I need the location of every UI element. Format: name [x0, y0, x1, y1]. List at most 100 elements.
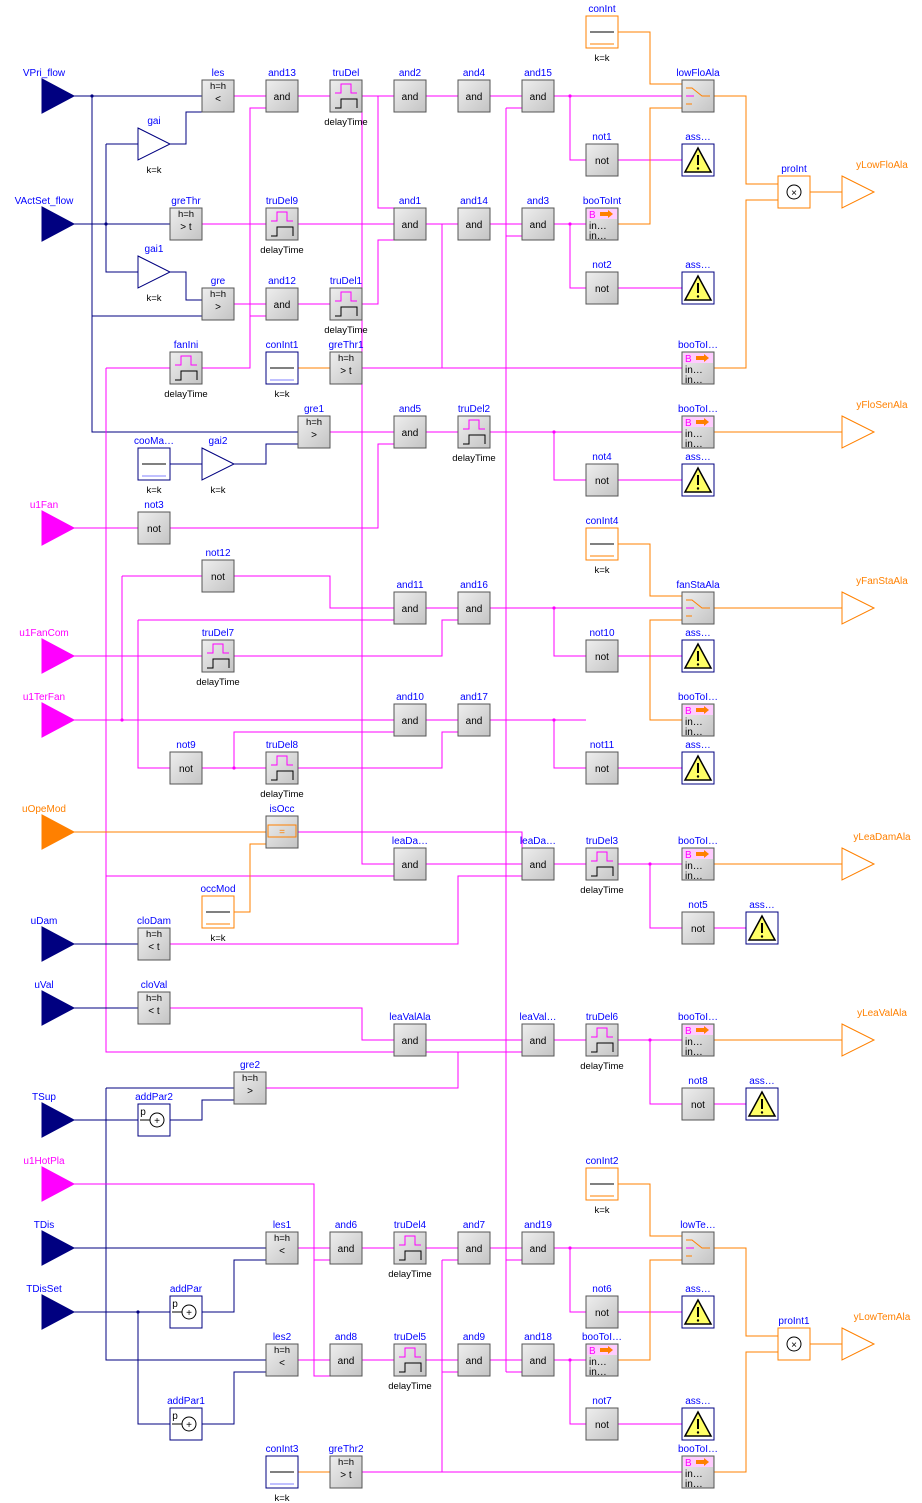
block-booToI3[interactable]: booToI…Bin…in…	[678, 692, 718, 738]
block-proInt1[interactable]: proInt1×	[777, 1316, 811, 1361]
output-port-yLeaDamAla[interactable]: yLeaDamAla	[841, 832, 911, 881]
output-port-yFanStaAla[interactable]: yFanStaAla	[841, 576, 908, 625]
input-port-uOpeMod[interactable]: uOpeMod	[22, 804, 76, 850]
block-booToI6[interactable]: booToI…Bin…in…	[582, 1332, 622, 1378]
block-leaDa1[interactable]: leaDa…and	[392, 836, 428, 881]
output-port-yFloSenAla[interactable]: yFloSenAla	[841, 400, 908, 449]
input-port-TDis[interactable]: TDis	[34, 1220, 76, 1266]
input-port-u1FanCom[interactable]: u1FanCom	[19, 628, 76, 674]
block-leaVal[interactable]: leaVal…and	[519, 1012, 557, 1057]
block-booToI7[interactable]: booToI…Bin…in…	[678, 1444, 718, 1490]
block-ass8[interactable]: ass…	[745, 1076, 779, 1121]
input-port-VActSet_flow[interactable]: VActSet_flow	[15, 196, 76, 242]
block-ass1[interactable]: ass…	[681, 132, 715, 177]
output-port-yLeaValAla[interactable]: yLeaValAla	[841, 1008, 907, 1057]
block-booToI2[interactable]: booToI…Bin…in…	[678, 404, 718, 450]
block-ass7[interactable]: ass…	[681, 1396, 715, 1441]
block-lowTe[interactable]: lowTe…	[680, 1220, 716, 1265]
block-booToInt[interactable]: booToIntBin…in…	[583, 196, 622, 242]
block-ass2[interactable]: ass…	[681, 260, 715, 305]
block-cooMa[interactable]: cooMa…k=k	[134, 436, 174, 496]
block-ass4[interactable]: ass…	[681, 452, 715, 497]
input-port-TSup[interactable]: TSup	[32, 1092, 76, 1138]
block-ass6[interactable]: ass…	[681, 1284, 715, 1329]
input-port-uVal[interactable]: uVal	[34, 980, 76, 1026]
block-ass11[interactable]: ass…	[681, 740, 715, 785]
input-port-uDam[interactable]: uDam	[31, 916, 76, 962]
output-port-yLowFloAla[interactable]: yLowFloAla	[841, 160, 908, 209]
input-port-u1Fan[interactable]: u1Fan	[30, 500, 76, 546]
block-leaDa2[interactable]: leaDa…and	[520, 836, 556, 881]
block-proInt[interactable]: proInt×	[777, 164, 811, 209]
block-booToI1[interactable]: booToI…Bin…in…	[678, 340, 718, 386]
block-ass5[interactable]: ass…	[745, 900, 779, 945]
block-booToI4[interactable]: booToI…Bin…in…	[678, 836, 718, 882]
block-fanStaAla[interactable]: fanStaAla	[676, 580, 720, 625]
input-port-VPri_flow[interactable]: VPri_flow	[23, 68, 76, 114]
block-ass10[interactable]: ass…	[681, 628, 715, 673]
block-booToI5[interactable]: booToI…Bin…in…	[678, 1012, 718, 1058]
input-port-TDisSet[interactable]: TDisSet	[26, 1284, 76, 1330]
block-isOcc[interactable]: isOcc=	[265, 804, 299, 849]
